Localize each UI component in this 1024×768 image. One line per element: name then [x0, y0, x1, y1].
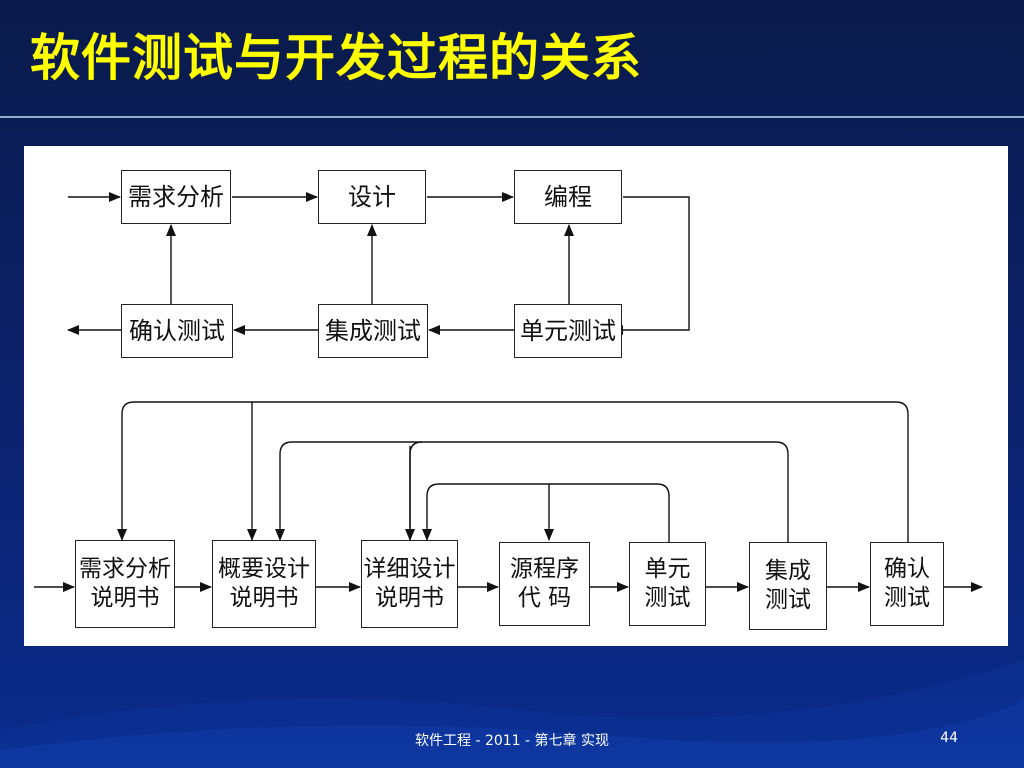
- loop-integ-outline: [275, 441, 789, 550]
- box-outline-design-spec: 概要设计 说明书: [212, 540, 316, 628]
- diagram-connectors: [34, 192, 983, 592]
- box-unit-test: 单元 测试: [629, 542, 706, 626]
- box-integration-test: 集成 测试: [749, 542, 827, 630]
- box-requirements-spec: 需求分析 说明书: [75, 540, 175, 628]
- loop-branch-detail: [409, 441, 423, 540]
- box-coding: 编程: [514, 170, 622, 224]
- title-divider: [0, 116, 1024, 118]
- box-design: 设计: [318, 170, 426, 224]
- box-detailed-design-spec: 详细设计 说明书: [361, 540, 458, 628]
- loop-unit-detail: [422, 483, 670, 542]
- loop-confirm-req: [117, 401, 909, 542]
- diagram-panel: 需求分析 设计 编程 确认测试 集成测试 单元测试 需求分析 说明书 概要设计 …: [24, 146, 1008, 646]
- arrow-code-unit: [611, 196, 690, 335]
- slide-footer: 软件工程 - 2011 - 第七章 实现: [415, 733, 609, 749]
- box-acceptance-test: 确认 测试: [870, 542, 944, 626]
- page-number: 44: [940, 730, 958, 746]
- box-unit-testing: 单元测试: [514, 304, 622, 358]
- slide-title: 软件测试与开发过程的关系: [30, 29, 642, 87]
- box-acceptance-testing: 确认测试: [121, 304, 233, 358]
- box-integration-testing: 集成测试: [318, 304, 428, 358]
- box-source-code: 源程序 代 码: [499, 542, 590, 626]
- box-requirements-analysis: 需求分析: [121, 170, 231, 224]
